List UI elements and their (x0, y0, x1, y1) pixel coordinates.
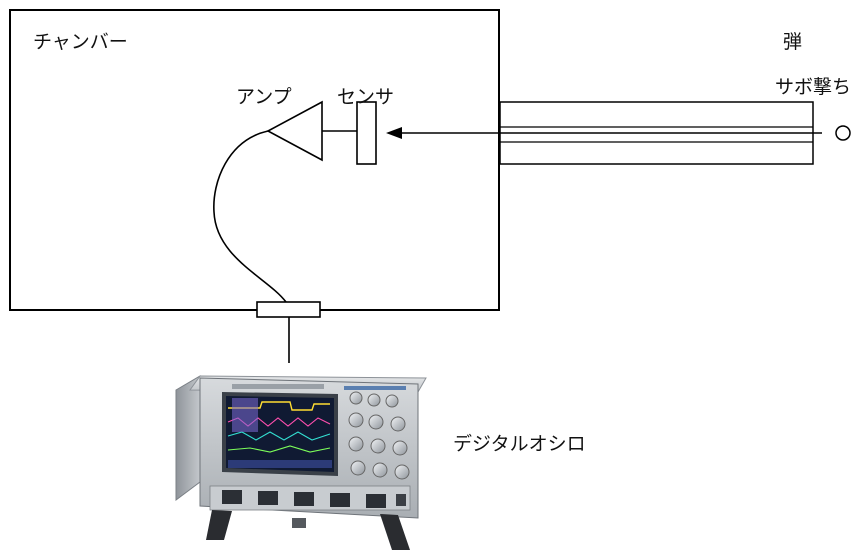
bullet-circle (835, 125, 851, 141)
oscilloscope-label: デジタルオシロ (453, 433, 586, 455)
chamber-box (9, 9, 500, 311)
feedthrough-connector (256, 301, 321, 318)
signal-cable (213, 130, 290, 363)
chamber-label: チャンバー (33, 31, 128, 53)
sensor-block (356, 101, 377, 165)
arrow-head (386, 127, 402, 139)
oscilloscope-illustration (175, 375, 427, 550)
gun-label: サボ撃ち (775, 76, 852, 98)
amplifier-triangle (266, 100, 323, 162)
bullet-label: 弾 (783, 31, 803, 53)
sensor-label: センサ (337, 86, 395, 108)
amplifier-label: アンプ (236, 86, 292, 108)
